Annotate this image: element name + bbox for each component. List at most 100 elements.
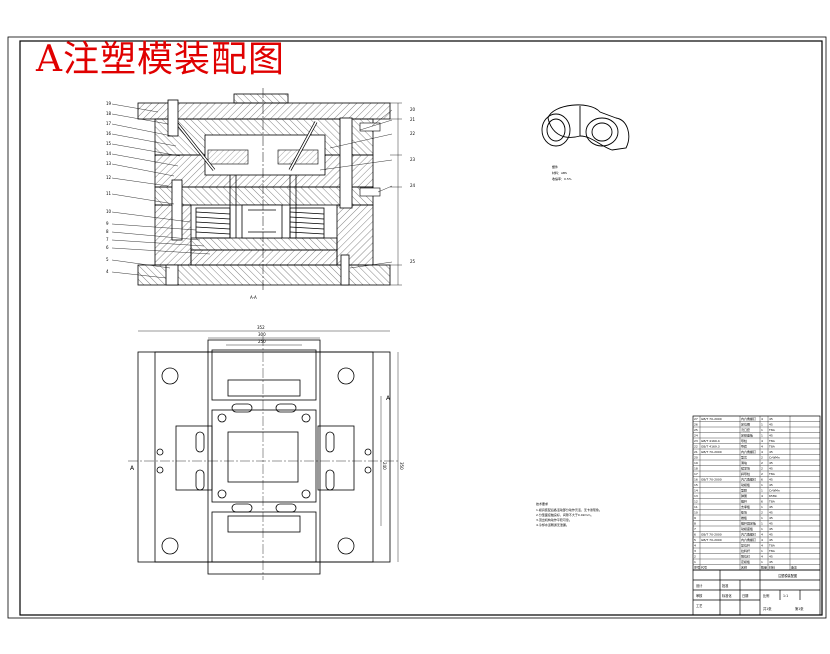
tech-line: 3.顶出机构动作平稳可靠。 bbox=[536, 517, 572, 522]
bom-cell: 限位钉 bbox=[741, 554, 750, 559]
bom-cell: 推板 bbox=[741, 515, 747, 520]
bom-cell: 10 bbox=[694, 511, 698, 515]
bom-cell: 内六角螺钉 bbox=[741, 532, 756, 537]
bom-cell: T8A bbox=[768, 445, 776, 449]
bom-cell: 1 bbox=[761, 489, 763, 493]
bom-cell: 45 bbox=[769, 560, 773, 564]
bom-cell: 45 bbox=[769, 505, 773, 509]
balloon: 11 bbox=[106, 191, 112, 196]
sign-cell: 审核 bbox=[696, 593, 703, 598]
balloon: 6 bbox=[106, 245, 109, 250]
bom-cell: 1 bbox=[761, 549, 763, 553]
bom-cell: CrWMn bbox=[769, 489, 780, 493]
part-label: 塑件 材料：ABS 收缩率：0.5% bbox=[552, 164, 572, 181]
dimension-label: 240 bbox=[382, 462, 387, 470]
bom-cell: 25 bbox=[694, 428, 698, 432]
balloon: 7 bbox=[106, 237, 109, 242]
bom-cell: 45 bbox=[769, 516, 773, 520]
bom-cell: T8A bbox=[768, 428, 776, 432]
bom-cell: 1 bbox=[761, 434, 763, 438]
balloon: 10 bbox=[106, 209, 112, 214]
bom-cell: 6 bbox=[761, 500, 763, 504]
bom-cell: 14 bbox=[694, 489, 698, 493]
bom-cell: 内六角螺钉 bbox=[741, 449, 756, 454]
sign-cell: 批准 bbox=[722, 583, 729, 588]
balloon: 20 bbox=[410, 107, 416, 112]
bom-cell: 动模座板 bbox=[741, 526, 753, 531]
part-label-line: 收缩率：0.5% bbox=[552, 176, 572, 181]
balloon: 22 bbox=[410, 131, 416, 136]
bom-cell: 推杆固定板 bbox=[741, 521, 756, 526]
bom-cell: CrWMn bbox=[769, 456, 780, 460]
tech-line: 2.分型面接触良好，间隙不大于0.02mm。 bbox=[536, 512, 593, 517]
outer-border bbox=[7, 36, 827, 619]
bom-cell: 内六角螺钉 bbox=[741, 477, 756, 482]
bom-cell: 7 bbox=[694, 527, 696, 531]
sign-cell: 设计 bbox=[696, 583, 703, 588]
drawing-title: A注塑模装配图 bbox=[36, 39, 285, 80]
bom-cell: GB/T 70-2000 bbox=[701, 538, 722, 542]
bom-header-cell: 材料 bbox=[769, 565, 775, 570]
balloon: 5 bbox=[106, 257, 109, 262]
bom-header-cell: 名称 bbox=[741, 565, 747, 570]
balloon: 16 bbox=[106, 131, 112, 136]
bom-cell: T8A bbox=[768, 544, 776, 548]
bom-cell: 导套 bbox=[741, 444, 747, 449]
section-view bbox=[111, 88, 402, 292]
bom-cell: 楔紧块 bbox=[741, 466, 750, 471]
bom-cell: 13 bbox=[694, 494, 698, 498]
bom-cell: 9 bbox=[694, 516, 696, 520]
tech-line: 技术要求 bbox=[536, 501, 548, 506]
bom-cell: 复位杆 bbox=[741, 543, 750, 548]
bom-cell: 3 bbox=[694, 549, 696, 553]
bom-cell: 45 bbox=[769, 538, 773, 542]
bom-cell: GB/T 4169.3 bbox=[701, 445, 720, 449]
section-label: A-A bbox=[250, 295, 257, 300]
bom-cell: 浇口套 bbox=[741, 427, 750, 432]
bom-cell: 6 bbox=[694, 533, 696, 537]
bom-cell: 4 bbox=[761, 439, 763, 443]
bom-cell: 1 bbox=[761, 428, 763, 432]
bom-cell: 4 bbox=[694, 544, 696, 548]
sign-cell: 工艺 bbox=[696, 603, 702, 608]
sheet-number: 第1张 bbox=[795, 606, 804, 611]
bom-cell: 4 bbox=[761, 555, 763, 559]
bom-cell: 4 bbox=[761, 417, 763, 421]
bom-cell: 1 bbox=[761, 505, 763, 509]
bom-cell: 型芯 bbox=[741, 455, 747, 460]
bom-cell: 19 bbox=[694, 461, 698, 465]
section-marks: A A bbox=[130, 395, 391, 472]
sign-cell: 日期 bbox=[742, 593, 748, 598]
balloon: 23 bbox=[410, 157, 416, 162]
balloon: 18 bbox=[106, 111, 112, 116]
bom-cell: 15 bbox=[694, 483, 698, 487]
bom-cell: 垫块 bbox=[741, 510, 747, 515]
bom-header-cell: 序号 bbox=[694, 565, 700, 570]
balloon: 17 bbox=[106, 121, 112, 126]
bom-cell: 45 bbox=[769, 555, 773, 559]
bom-cell: 45 bbox=[769, 522, 773, 526]
bom-cell: 4 bbox=[761, 450, 763, 454]
tech-line: 1.模具装配后各活动部分动作灵活，无卡滞现象。 bbox=[536, 507, 602, 512]
balloon: 8 bbox=[106, 229, 109, 234]
balloon: 15 bbox=[106, 141, 112, 146]
bom-cell: 16 bbox=[694, 478, 698, 482]
balloon: 4 bbox=[106, 269, 109, 274]
bom-cell: 1 bbox=[761, 527, 763, 531]
bom-cell: 65Mn bbox=[769, 494, 777, 498]
bom-cell: 11 bbox=[694, 505, 698, 509]
scale-value: 1:1 bbox=[783, 594, 788, 598]
title-block bbox=[692, 569, 821, 616]
bom-cell: GB/T 70-2000 bbox=[701, 478, 722, 482]
bom-cell: 45 bbox=[769, 450, 773, 454]
bom-cell: 1 bbox=[694, 560, 696, 564]
bom-header-cell: 备注 bbox=[791, 565, 797, 570]
bom-cell: 27 bbox=[694, 417, 698, 421]
bom-cell: 21 bbox=[694, 450, 698, 454]
bom-cell: 45 bbox=[769, 467, 773, 471]
dimension-label: 350 bbox=[399, 462, 404, 470]
bom-header-cell: 代号 bbox=[701, 565, 707, 570]
drawing-name: 注塑模装配图 bbox=[778, 573, 797, 578]
balloon: 13 bbox=[106, 161, 112, 166]
